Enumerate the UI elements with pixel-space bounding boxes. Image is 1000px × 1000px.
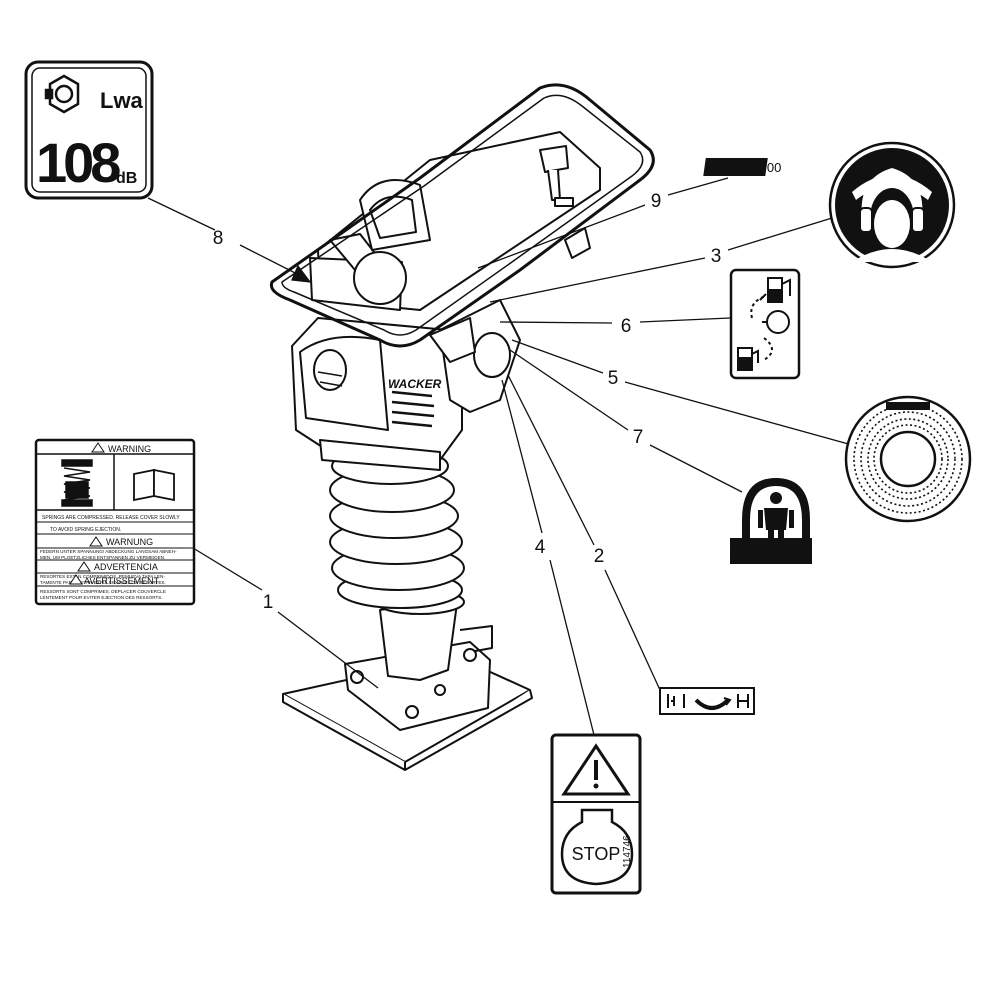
leader-2a [604, 569, 661, 691]
leader-8b [239, 244, 306, 279]
wacker-logo-decal: WACKER [730, 478, 812, 564]
leader-4b [501, 379, 543, 534]
warning-en-title: WARNING [91, 442, 151, 454]
warning-de-text-1: FEDERN UNTER SPANNUNG! ABDECKUNG LANGSAM… [40, 549, 177, 554]
callout-5: 5 [608, 368, 619, 389]
callout-4: 4 [535, 537, 546, 558]
callout-2: 2 [594, 546, 605, 567]
fuel-valve-decal [729, 268, 801, 380]
warning-en-text-1: SPRINGS ARE COMPRESSED. RELEASE COVER SL… [42, 515, 180, 521]
svg-text:WARNUNG: WARNUNG [106, 537, 153, 547]
leader-3b [489, 257, 706, 303]
noise-value: 108 [36, 131, 120, 194]
callout-1: 1 [263, 592, 274, 613]
warning-es-title: ADVERTENCIA [77, 561, 158, 572]
model-plate-decal: BS 700 [703, 158, 781, 176]
leader-lines [147, 177, 853, 736]
warning-fr-text-1: RESSORTS SONT COMPRIMES. DEPLACER COUVER… [40, 589, 166, 594]
noise-symbol: Lwa [100, 88, 144, 113]
warning-de-title: WARNUNG [89, 536, 153, 547]
model-plate-text: BS 700 [739, 160, 782, 175]
hearing-protection-icon [852, 168, 932, 262]
warning-es-text-2: TAMENTE PARA EVITAR EXPULSION DE LOS RES… [40, 580, 166, 585]
fuel-valve-icon [737, 277, 791, 371]
warning-en-text-2: TO AVOID SPRING EJECTION. [50, 527, 121, 533]
leader-2b [507, 374, 595, 546]
leader-1b [277, 611, 379, 689]
callout-8: 8 [213, 228, 224, 249]
leader-6b [499, 321, 613, 324]
noise-unit: dB [116, 170, 137, 187]
rammer-machine: WACKER [269, 83, 655, 771]
warning-triangle-icon [561, 743, 631, 796]
noise-level-decal: Lwa 108 dB [24, 60, 154, 200]
leader-1a [192, 547, 263, 591]
leader-8a [147, 197, 216, 231]
leader-5a [624, 381, 853, 446]
hearing-protection-decal [828, 141, 956, 269]
warning-es-text-1: RESORTES ESTAN COMPRIMIDOS. REMUEVA TAPA… [40, 574, 165, 579]
leader-7a [649, 444, 743, 493]
spring-warning-decal: WARNING SPRINGS ARE COMPRESSED. RELEASE … [34, 438, 196, 606]
stop-warning-decal: STOP 114746 [550, 733, 642, 895]
callout-6: 6 [621, 316, 632, 337]
callout-3: 3 [711, 246, 722, 267]
round-decal-text-lines [853, 404, 963, 514]
leader-7b [509, 349, 629, 431]
book-icon [133, 468, 175, 502]
leader-9b [477, 204, 646, 269]
round-instruction-decal [844, 395, 972, 523]
svg-text:AVERTISSEMENT: AVERTISSEMENT [84, 576, 160, 586]
leader-4a [549, 559, 595, 736]
spring-icon [61, 459, 93, 507]
stop-text: STOP [572, 844, 621, 864]
leader-9a [667, 177, 729, 196]
warning-fr-text-2: LENTEMENT POUR EVITER EJECTION DES RESSO… [40, 595, 163, 600]
callout-numbers: 8 9 3 6 5 7 2 4 1 [213, 191, 722, 613]
leader-3a [727, 217, 833, 251]
part-number: 114746 [622, 835, 633, 868]
wacker-logo-text: WACKER [733, 543, 809, 562]
leader-5b [511, 339, 604, 374]
worker-figure-icon [758, 492, 794, 540]
leader-6a [639, 317, 731, 323]
warning-de-text-2: MEN, UM PLOETZLICHES ENTSPANNEN ZU VERME… [40, 555, 165, 560]
machine-logo: WACKER [388, 377, 442, 391]
svg-text:WARNING: WARNING [108, 444, 151, 454]
svg-text:ADVERTENCIA: ADVERTENCIA [94, 562, 158, 572]
leader-8-arrow [291, 264, 312, 283]
callout-9: 9 [651, 191, 662, 212]
throttle-decal [659, 687, 755, 715]
stop-icon [560, 808, 634, 886]
speaker-icon [44, 74, 80, 114]
throttle-icon [667, 694, 749, 710]
warning-fr-title: AVERTISSEMENT [69, 574, 160, 586]
callout-7: 7 [633, 427, 644, 448]
